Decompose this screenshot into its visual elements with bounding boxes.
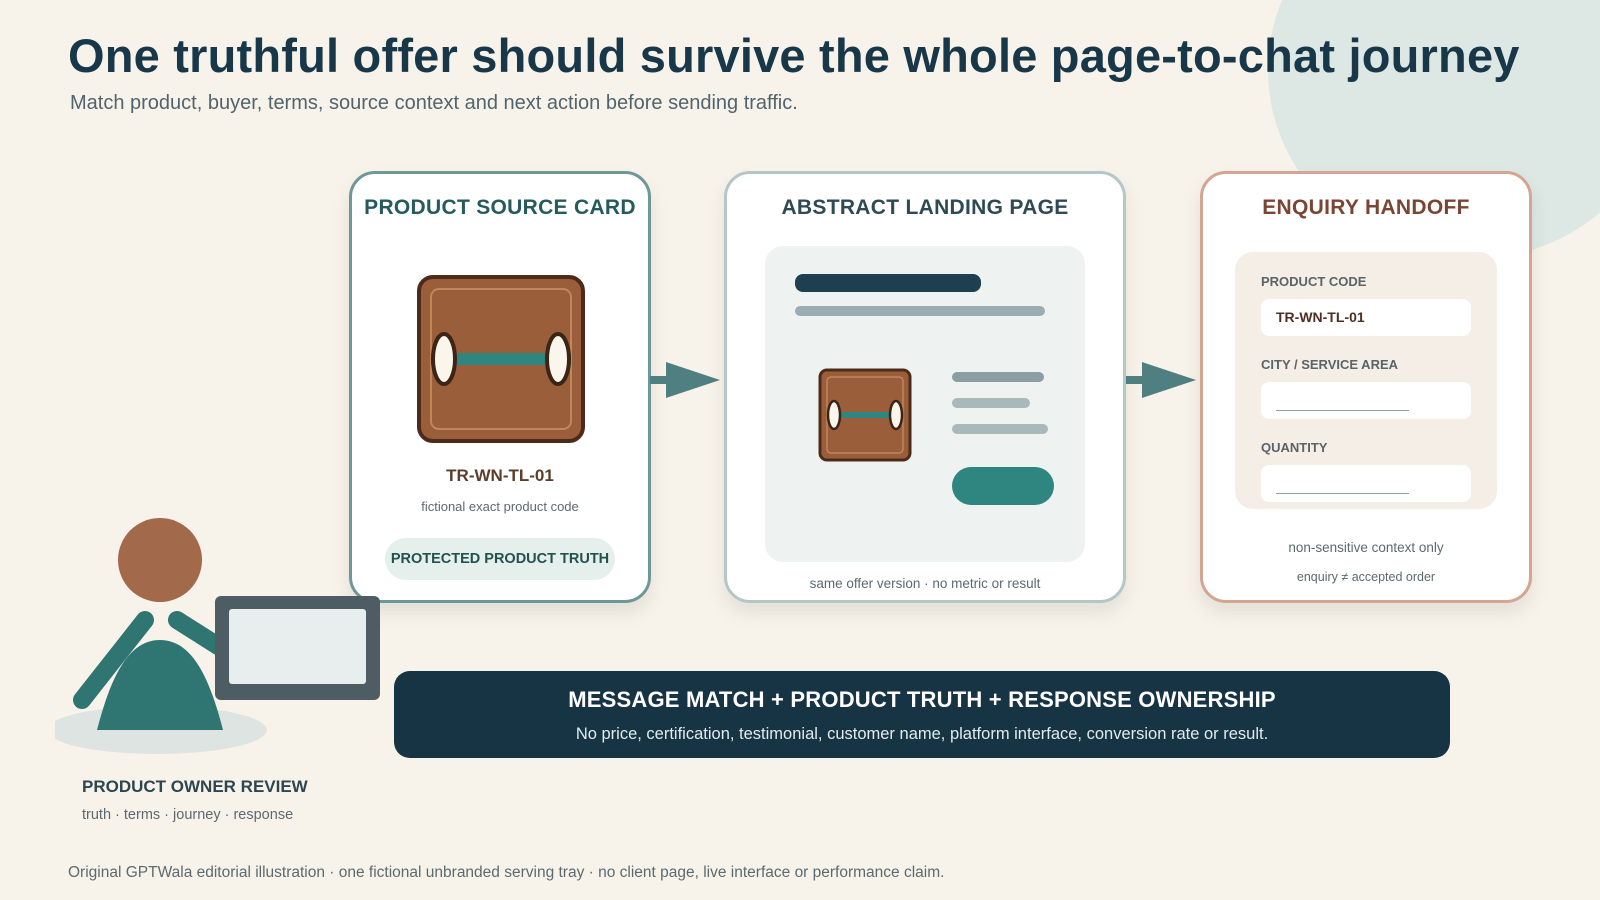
subheadline-bar <box>795 306 1045 316</box>
page-subtitle: Match product, buyer, terms, source cont… <box>70 92 798 114</box>
reviewer-subtitle: truth · terms · journey · response <box>82 807 294 823</box>
serving-tray-icon <box>417 275 585 443</box>
banner-title: MESSAGE MATCH + PRODUCT TRUTH + RESPONSE… <box>568 687 1276 712</box>
product-code-label: TR-WN-TL-01 <box>446 466 554 485</box>
text-line <box>952 424 1048 434</box>
product-code-value: TR-WN-TL-01 <box>1276 309 1365 325</box>
landing-caption: same offer version · no metric or result <box>809 576 1041 591</box>
arrow-right-icon <box>650 362 720 398</box>
empty-input-line <box>1276 410 1409 411</box>
arrow-right-icon <box>1126 362 1196 398</box>
text-line <box>952 398 1030 408</box>
landing-page-mockup <box>765 246 1085 562</box>
product-code-field: TR-WN-TL-01 <box>1261 299 1471 336</box>
page-title: One truthful offer should survive the wh… <box>68 29 1520 82</box>
cta-button-shape <box>952 467 1054 505</box>
footer-note: Original GPTWala editorial illustration … <box>68 864 945 881</box>
enquiry-handoff-card: ENQUIRY HANDOFF PRODUCT CODE TR-WN-TL-01… <box>1200 171 1532 603</box>
enquiry-card-title: ENQUIRY HANDOFF <box>1262 196 1470 219</box>
landing-card-title: ABSTRACT LANDING PAGE <box>781 196 1069 219</box>
city-field <box>1261 382 1471 419</box>
product-source-card: PRODUCT SOURCE CARD TR-WN-TL-01 fictiona… <box>349 171 651 603</box>
empty-input-line <box>1276 493 1409 494</box>
enquiry-note-context: non-sensitive context only <box>1288 540 1444 555</box>
reviewer-title: PRODUCT OWNER REVIEW <box>82 777 308 796</box>
text-line <box>952 372 1044 382</box>
source-card-title: PRODUCT SOURCE CARD <box>364 196 636 219</box>
protected-truth-badge: PROTECTED PRODUCT TRUTH <box>385 538 615 580</box>
banner-subtitle: No price, certification, testimonial, cu… <box>575 725 1269 743</box>
landing-page-card: ABSTRACT LANDING PAGE same offer version… <box>724 171 1126 603</box>
enquiry-note-order: enquiry ≠ accepted order <box>1296 570 1436 584</box>
serving-tray-icon <box>818 368 912 462</box>
enquiry-form: PRODUCT CODE TR-WN-TL-01 CITY / SERVICE … <box>1235 252 1497 509</box>
person-with-laptop-icon <box>55 518 380 754</box>
field-label-quantity: QUANTITY <box>1261 440 1328 455</box>
quantity-field <box>1261 465 1471 502</box>
headline-bar <box>795 274 981 292</box>
principles-banner: MESSAGE MATCH + PRODUCT TRUTH + RESPONSE… <box>394 671 1450 758</box>
product-code-note: fictional exact product code <box>421 499 579 514</box>
field-label-city: CITY / SERVICE AREA <box>1261 357 1399 372</box>
field-label-product-code: PRODUCT CODE <box>1261 274 1367 289</box>
